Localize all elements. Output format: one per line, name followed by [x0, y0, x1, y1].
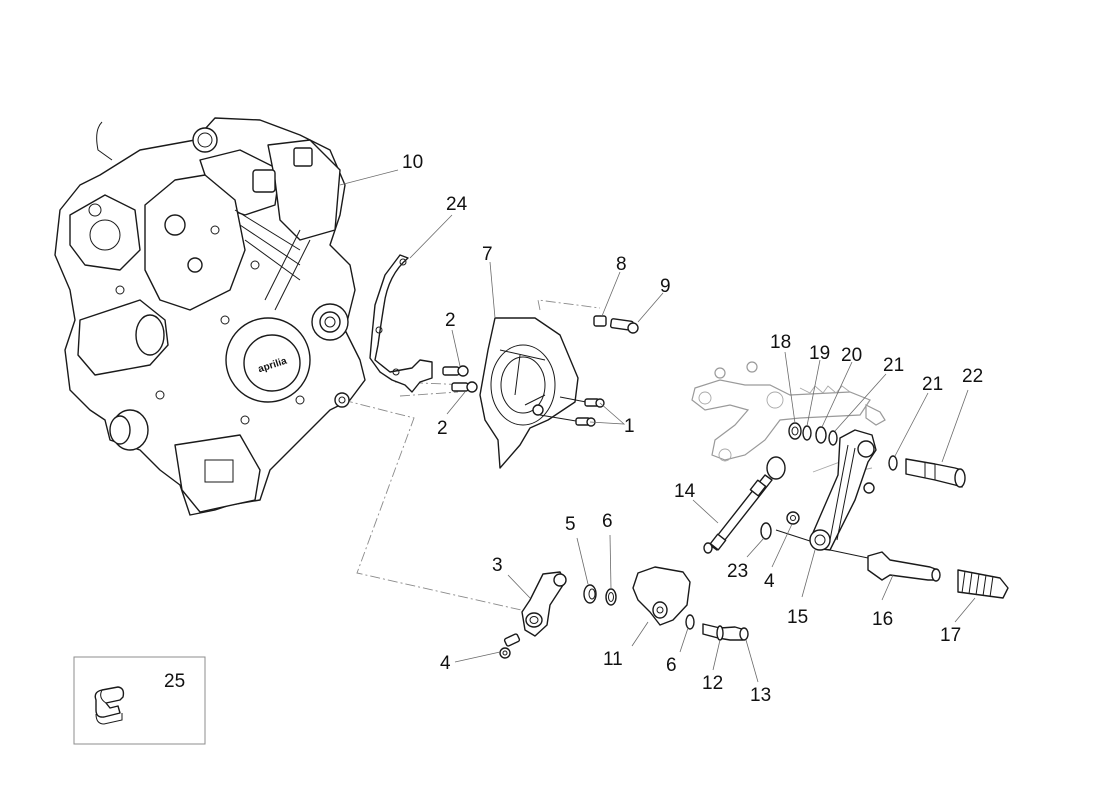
- screws-2-illustration: [442, 365, 478, 393]
- callout-17[interactable]: 17: [940, 625, 962, 646]
- leader-lines: [339, 169, 976, 683]
- gasket-illustration: [369, 254, 433, 393]
- callout-4-selector[interactable]: 4: [440, 653, 451, 674]
- selector-lever-illustration: [521, 571, 567, 637]
- callout-10[interactable]: 10: [402, 152, 424, 173]
- sensor-illustration: [632, 566, 691, 626]
- callout-6-upper[interactable]: 6: [602, 511, 613, 532]
- callout-21-outer[interactable]: 21: [922, 374, 944, 395]
- callout-19[interactable]: 19: [809, 343, 831, 364]
- bushing-screw-illustration: [593, 315, 639, 334]
- callout-13[interactable]: 13: [750, 685, 772, 706]
- footpeg-bracket-illustration: [691, 361, 886, 462]
- shift-lever-illustration: [809, 429, 877, 551]
- pivot-pin-illustration: [905, 458, 966, 488]
- callout-15[interactable]: 15: [787, 607, 809, 628]
- callout-14[interactable]: 14: [674, 481, 696, 502]
- callout-9[interactable]: 9: [660, 276, 671, 297]
- callout-25[interactable]: 25: [164, 671, 186, 692]
- callout-1[interactable]: 1: [624, 416, 635, 437]
- callout-22[interactable]: 22: [962, 366, 984, 387]
- shift-rod-illustration: [703, 456, 786, 554]
- sprocket-cover-illustration: [479, 317, 579, 469]
- callout-4-pedal[interactable]: 4: [764, 571, 775, 592]
- screw-4-lower-illustration: [499, 633, 521, 659]
- engine-illustration: aprilia: [54, 117, 366, 516]
- callout-21-inner[interactable]: 21: [883, 355, 905, 376]
- pin-hardware-illustration: [685, 614, 749, 641]
- circlip-illustration: [760, 511, 800, 540]
- callout-20[interactable]: 20: [841, 345, 863, 366]
- callout-24[interactable]: 24: [446, 194, 468, 215]
- callout-3[interactable]: 3: [492, 555, 503, 576]
- callout-11[interactable]: 11: [603, 649, 623, 670]
- assembly-lines: [342, 299, 873, 613]
- peg-illustration: [867, 551, 941, 582]
- clip-inset-illustration: [73, 656, 206, 745]
- rubber-illustration: [957, 569, 1009, 599]
- callout-5[interactable]: 5: [565, 514, 576, 535]
- callout-2-lower[interactable]: 2: [437, 418, 448, 439]
- callout-7[interactable]: 7: [482, 244, 493, 265]
- callout-18[interactable]: 18: [770, 332, 792, 353]
- callout-6-lower[interactable]: 6: [666, 655, 677, 676]
- callout-23[interactable]: 23: [727, 561, 749, 582]
- callout-2-upper[interactable]: 2: [445, 310, 456, 331]
- callout-8[interactable]: 8: [616, 254, 627, 275]
- callout-12[interactable]: 12: [702, 673, 724, 694]
- callout-16[interactable]: 16: [872, 609, 894, 630]
- pivot-hardware-illustration: [788, 422, 898, 471]
